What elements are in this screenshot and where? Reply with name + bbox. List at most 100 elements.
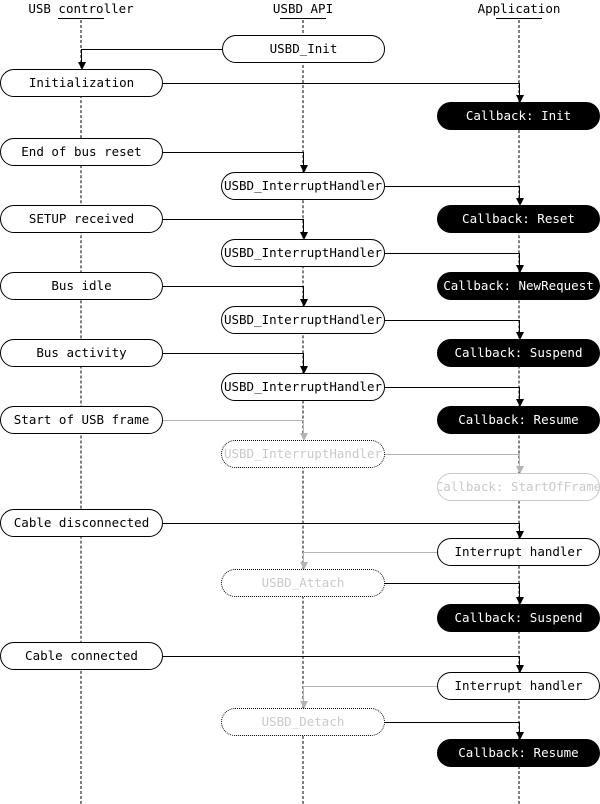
connector-arrow-c2 xyxy=(515,95,524,103)
node-start-usb-frame[interactable]: Start of USB frame xyxy=(0,406,163,434)
connector-h-c8 xyxy=(385,320,519,322)
node-bus-activity[interactable]: Bus activity xyxy=(0,339,163,367)
connector-v-c11 xyxy=(303,420,305,435)
lane-title-usbd_api: USBD API xyxy=(272,1,334,16)
connector-v-c13 xyxy=(519,523,521,533)
node-setup-received[interactable]: SETUP received xyxy=(0,205,163,233)
node-cb-reset[interactable]: Callback: Reset xyxy=(437,205,600,233)
node-ih-1[interactable]: USBD_InterruptHandler xyxy=(221,172,385,200)
connector-v-c4 xyxy=(519,186,521,200)
node-ih-5-ghost[interactable]: USBD_InterruptHandler xyxy=(221,440,385,468)
node-label: USBD_InterruptHandler xyxy=(223,177,383,193)
connector-h-c5 xyxy=(163,219,303,221)
node-label: USBD_Detach xyxy=(261,713,345,729)
lifeline-usbd_api xyxy=(302,20,304,804)
node-bus-idle[interactable]: Bus idle xyxy=(0,272,163,300)
connector-h-c18 xyxy=(385,722,519,724)
connector-arrow-c18 xyxy=(515,732,524,740)
connector-arrow-c5 xyxy=(299,232,308,240)
node-label: USBD_InterruptHandler xyxy=(223,378,383,394)
connector-arrow-c14 xyxy=(299,562,308,570)
node-label: Callback: StartOfFrame xyxy=(437,478,600,494)
node-cb-suspend-1[interactable]: Callback: Suspend xyxy=(437,339,600,367)
node-label: Cable connected xyxy=(25,647,138,663)
connector-arrow-c15 xyxy=(515,597,524,605)
connector-h-c3 xyxy=(163,152,303,154)
node-cb-resume-1[interactable]: Callback: Resume xyxy=(437,406,600,434)
connector-h-c15 xyxy=(385,583,519,585)
node-int-handler-2[interactable]: Interrupt handler xyxy=(437,672,600,700)
connector-h-c10 xyxy=(385,387,519,389)
connector-arrow-c16 xyxy=(515,665,524,673)
connector-v-c3 xyxy=(303,152,305,167)
connector-v-c17 xyxy=(303,686,305,703)
node-label: USBD_InterruptHandler xyxy=(223,445,383,461)
connector-h-c13 xyxy=(163,523,519,525)
lane-title-controller: USB controller xyxy=(28,1,134,16)
node-label: Bus idle xyxy=(51,277,112,293)
node-label: Cable disconnected xyxy=(13,514,150,530)
node-cb-resume-2[interactable]: Callback: Resume xyxy=(437,739,600,767)
node-label: Callback: Resume xyxy=(458,744,579,760)
node-label: USBD_Attach xyxy=(261,574,345,590)
node-label: Callback: Suspend xyxy=(454,344,583,360)
connector-h-c1 xyxy=(81,49,222,51)
connector-arrow-c17 xyxy=(299,701,308,709)
lane-title-application: Application xyxy=(477,1,561,16)
connector-arrow-c11 xyxy=(299,433,308,441)
node-label: Callback: Resume xyxy=(458,411,579,427)
node-initialization[interactable]: Initialization xyxy=(0,69,163,97)
connector-arrow-c1 xyxy=(77,62,86,70)
node-ih-3[interactable]: USBD_InterruptHandler xyxy=(221,306,385,334)
node-label: Start of USB frame xyxy=(13,411,150,427)
node-label: Callback: NewRequest xyxy=(443,277,594,293)
connector-h-c2 xyxy=(163,83,519,85)
node-cable-connect[interactable]: Cable connected xyxy=(0,642,163,670)
connector-arrow-c13 xyxy=(515,531,524,539)
connector-v-c7 xyxy=(303,286,305,301)
node-label: Interrupt handler xyxy=(454,543,583,559)
node-label: USBD_InterruptHandler xyxy=(223,311,383,327)
node-cb-startofframe[interactable]: Callback: StartOfFrame xyxy=(437,473,600,501)
node-cb-init[interactable]: Callback: Init xyxy=(437,102,600,130)
node-cb-newrequest[interactable]: Callback: NewRequest xyxy=(437,272,600,300)
connector-h-c14 xyxy=(303,552,437,554)
connector-arrow-c6 xyxy=(515,265,524,273)
node-label: Callback: Reset xyxy=(462,210,575,226)
connector-v-c6 xyxy=(519,253,521,267)
connector-h-c12 xyxy=(385,454,519,456)
node-label: Initialization xyxy=(28,74,135,90)
node-usbd-detach[interactable]: USBD_Detach xyxy=(221,708,385,736)
node-cable-disconnect[interactable]: Cable disconnected xyxy=(0,509,163,537)
connector-v-c9 xyxy=(303,353,305,368)
node-ih-2[interactable]: USBD_InterruptHandler xyxy=(221,239,385,267)
node-int-handler-1[interactable]: Interrupt handler xyxy=(437,538,600,566)
connector-arrow-c8 xyxy=(515,332,524,340)
connector-h-c9 xyxy=(163,353,303,355)
connector-v-c5 xyxy=(303,219,305,234)
node-usbd-init[interactable]: USBD_Init xyxy=(222,35,385,63)
lane-underline-application xyxy=(496,18,542,19)
connector-h-c16 xyxy=(163,656,519,658)
connector-h-c7 xyxy=(163,286,303,288)
connector-h-c17 xyxy=(303,686,437,688)
node-label: End of bus reset xyxy=(21,143,142,159)
node-label: Interrupt handler xyxy=(454,677,583,693)
connector-arrow-c10 xyxy=(515,399,524,407)
node-end-bus-reset[interactable]: End of bus reset xyxy=(0,138,163,166)
node-cb-suspend-2[interactable]: Callback: Suspend xyxy=(437,604,600,632)
connector-v-c14 xyxy=(303,552,305,564)
node-label: SETUP received xyxy=(28,210,135,226)
lane-underline-usbd_api xyxy=(280,18,326,19)
node-label: Callback: Suspend xyxy=(454,609,583,625)
node-ih-4[interactable]: USBD_InterruptHandler xyxy=(221,373,385,401)
lane-underline-controller xyxy=(58,18,104,19)
connector-v-c15 xyxy=(519,583,521,599)
connector-h-c11 xyxy=(163,420,303,422)
node-usbd-attach[interactable]: USBD_Attach xyxy=(221,569,385,597)
connector-arrow-c12 xyxy=(515,466,524,474)
connector-arrow-c3 xyxy=(299,165,308,173)
connector-v-c2 xyxy=(519,83,521,97)
connector-v-c16 xyxy=(519,656,521,667)
